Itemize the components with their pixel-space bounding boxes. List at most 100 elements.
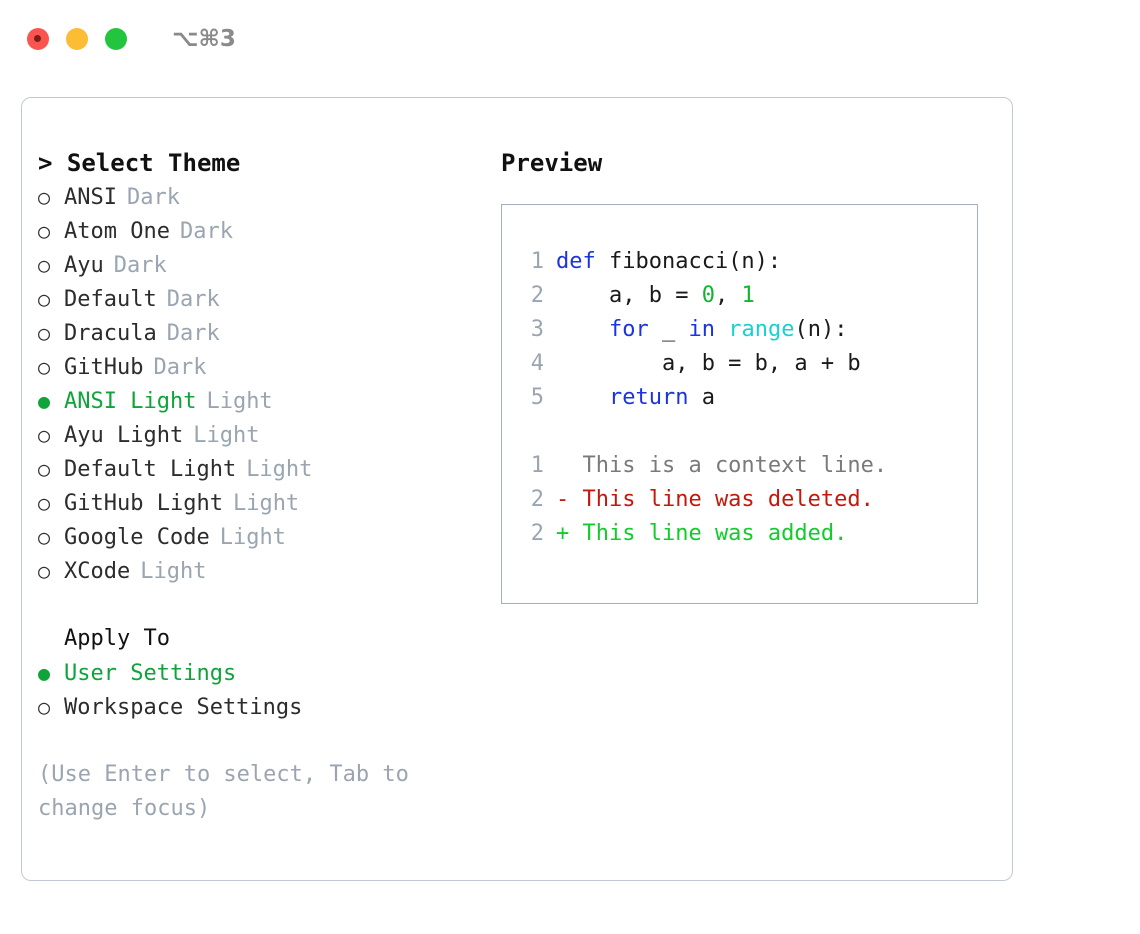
code-token-txt: _ xyxy=(648,317,689,342)
radio-unselected-icon[interactable]: ○ xyxy=(38,559,51,583)
select-theme-heading: > Select Theme xyxy=(38,149,241,177)
code-diff-gap xyxy=(516,415,977,449)
theme-option-variant: Dark xyxy=(113,253,167,278)
line-number: 3 xyxy=(530,317,544,342)
theme-option-2[interactable]: ○ Ayu Dark xyxy=(38,248,478,282)
theme-option-3[interactable]: ○ Default Dark xyxy=(38,282,478,316)
code-text: a, b = 0, 1 xyxy=(556,279,755,313)
theme-option-label: Dracula xyxy=(64,321,157,346)
code-token-txt: fibonacci(n): xyxy=(608,249,782,274)
line-number: 2 xyxy=(530,521,544,546)
apply-to-list[interactable]: ● User Settings ○ Workspace Settings xyxy=(38,656,478,724)
theme-option-7[interactable]: ○ Ayu Light Light xyxy=(38,418,478,452)
window-controls xyxy=(27,28,127,50)
line-number: 1 xyxy=(530,249,544,274)
diff-sample: 1 This is a context line. 2 - This line wa… xyxy=(516,449,977,551)
code-token-txt: a xyxy=(688,385,715,410)
list-spacer xyxy=(38,588,478,622)
radio-selected-icon[interactable]: ● xyxy=(38,661,51,685)
theme-option-label: ANSI Light xyxy=(64,389,197,414)
theme-option-6[interactable]: ● ANSI Light Light xyxy=(38,384,478,418)
radio-unselected-icon[interactable]: ○ xyxy=(38,287,51,311)
code-token-txt: a, b = b, a + b xyxy=(556,351,861,376)
theme-option-variant: Light xyxy=(140,559,207,584)
code-line: 4 a, b = b, a + b xyxy=(516,347,977,381)
title-bar: ⌥⌘3 xyxy=(0,0,1140,78)
code-token-num: 1 xyxy=(741,283,755,308)
theme-option-variant: Dark xyxy=(166,287,220,312)
theme-option-variant: Light xyxy=(232,491,300,516)
code-line: 5 return a xyxy=(516,381,977,415)
code-token-txt: (n): xyxy=(794,317,848,342)
code-token-kw: in xyxy=(688,317,715,342)
diff-text-ctx: This is a context line. xyxy=(556,453,888,478)
theme-option-label: GitHub xyxy=(64,355,144,380)
radio-unselected-icon[interactable]: ○ xyxy=(38,423,51,447)
apply-to-option-0[interactable]: ● User Settings xyxy=(38,656,478,690)
apply-to-option-label: User Settings xyxy=(64,661,237,686)
minimize-button-icon[interactable] xyxy=(66,28,88,50)
radio-unselected-icon[interactable]: ○ xyxy=(38,695,51,719)
radio-unselected-icon[interactable]: ○ xyxy=(38,321,51,345)
keyboard-shortcut-label: ⌥⌘3 xyxy=(172,26,236,52)
theme-option-variant: Light xyxy=(206,389,273,414)
apply-to-heading: Apply To xyxy=(64,626,170,651)
preview-heading: Preview xyxy=(501,149,603,177)
theme-option-label: Atom One xyxy=(64,219,170,244)
code-token-kw: for xyxy=(608,317,649,342)
theme-option-label: Ayu Light xyxy=(64,423,184,448)
line-number: 5 xyxy=(530,385,544,410)
diff-line: 1 This is a context line. xyxy=(516,449,977,483)
diff-text-add: + This line was added. xyxy=(556,521,848,546)
theme-option-5[interactable]: ○ GitHub Dark xyxy=(38,350,478,384)
code-token-txt: , xyxy=(714,283,742,308)
radio-unselected-icon[interactable]: ○ xyxy=(38,185,51,209)
line-number: 4 xyxy=(530,351,544,376)
radio-unselected-icon[interactable]: ○ xyxy=(38,525,51,549)
theme-option-8[interactable]: ○ Default Light Light xyxy=(38,452,478,486)
radio-selected-icon[interactable]: ● xyxy=(38,389,51,413)
theme-option-variant: Dark xyxy=(126,185,180,210)
theme-option-variant: Light xyxy=(193,423,260,448)
theme-option-4[interactable]: ○ Dracula Dark xyxy=(38,316,478,350)
apply-to-option-label: Workspace Settings xyxy=(64,695,303,720)
radio-unselected-icon[interactable]: ○ xyxy=(38,491,51,515)
theme-option-variant: Light xyxy=(246,457,313,482)
code-token-num: 0 xyxy=(701,283,715,308)
code-text: a, b = b, a + b xyxy=(556,347,861,381)
close-button-icon[interactable] xyxy=(27,28,49,50)
theme-option-variant: Dark xyxy=(179,219,233,244)
theme-option-variant: Dark xyxy=(153,355,207,380)
theme-option-11[interactable]: ○ XCode Light xyxy=(38,554,478,588)
theme-option-label: Ayu xyxy=(64,253,104,278)
theme-option-variant: Light xyxy=(219,525,286,550)
radio-unselected-icon[interactable]: ○ xyxy=(38,253,51,277)
line-number: 1 xyxy=(530,453,544,478)
code-token-fn: range xyxy=(728,317,795,342)
theme-option-label: XCode xyxy=(64,559,131,584)
code-token-kw: def xyxy=(556,249,609,274)
theme-option-1[interactable]: ○ Atom One Dark xyxy=(38,214,478,248)
theme-option-label: Default xyxy=(64,287,157,312)
theme-option-label: Default Light xyxy=(64,457,237,482)
code-token-txt xyxy=(715,317,728,342)
theme-option-variant: Dark xyxy=(166,321,220,346)
radio-unselected-icon[interactable]: ○ xyxy=(38,219,51,243)
radio-unselected-icon[interactable]: ○ xyxy=(38,355,51,379)
maximize-button-icon[interactable] xyxy=(105,28,127,50)
theme-option-9[interactable]: ○ GitHub Light Light xyxy=(38,486,478,520)
diff-text-del: - This line was deleted. xyxy=(556,487,874,512)
apply-to-option-1[interactable]: ○ Workspace Settings xyxy=(38,690,478,724)
code-text: return a xyxy=(556,381,715,415)
radio-unselected-icon[interactable]: ○ xyxy=(38,457,51,481)
theme-option-label: GitHub Light xyxy=(64,491,223,516)
code-line: 3 for _ in range(n): xyxy=(516,313,977,347)
